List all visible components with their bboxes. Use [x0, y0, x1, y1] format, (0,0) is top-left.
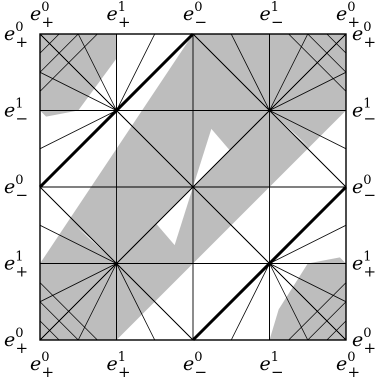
corner-line: [39, 263, 117, 341]
bottom-label-0: e0+: [30, 350, 54, 381]
top-label-3: e1−: [260, 0, 284, 31]
left-label-4: e0+: [4, 326, 28, 357]
left-label-2: e0−: [4, 173, 28, 204]
bottom-label-4: e0+: [336, 350, 360, 381]
light-triangle: [156, 187, 193, 246]
spoke-line: [39, 110, 117, 150]
spoke-line: [269, 224, 347, 264]
left-label-0: e0+: [4, 20, 28, 51]
shaded-region: [40, 34, 117, 117]
bottom-label-1: e1+: [107, 350, 131, 381]
right-label-0: e0+: [352, 20, 376, 51]
left-label-3: e1+: [4, 250, 28, 281]
corner-line: [269, 263, 347, 341]
triangulation-lines: [39, 33, 347, 341]
edge-labels: e0+e1+e0−e1−e0+e0+e1+e0−e1−e0+e0+e1−e0−e…: [4, 0, 376, 381]
right-label-3: e1+: [352, 250, 376, 281]
thick-diagonal: [38, 32, 195, 189]
light-triangle: [76, 226, 117, 264]
top-label-1: e1+: [107, 0, 131, 31]
light-triangle: [193, 128, 230, 187]
bottom-label-2: e0−: [183, 350, 207, 381]
spoke-line: [269, 110, 347, 150]
top-label-2: e0−: [183, 0, 207, 31]
corner-line: [269, 33, 347, 111]
top-label-0: e0+: [30, 0, 54, 31]
left-label-1: e1−: [4, 97, 28, 128]
thick-diagonal-lines: [38, 32, 348, 342]
bottom-label-3: e1−: [260, 350, 284, 381]
corner-line: [39, 33, 117, 111]
spoke-line: [116, 263, 156, 341]
right-label-4: e0+: [352, 326, 376, 357]
right-label-2: e0−: [352, 173, 376, 204]
spoke-line: [39, 224, 117, 264]
spoke-line: [230, 263, 270, 341]
corner-line: [39, 282, 98, 341]
right-label-1: e1−: [352, 97, 376, 128]
corner-line: [288, 33, 347, 92]
thick-diagonal: [191, 185, 348, 342]
top-label-4: e0+: [336, 0, 360, 31]
diagonal-line: [116, 110, 270, 264]
corner-line: [288, 282, 347, 341]
spoke-line: [116, 33, 156, 111]
square-frame: [39, 33, 347, 341]
shaded-region: [269, 257, 346, 340]
light-triangle: [269, 110, 310, 148]
spoke-line: [230, 33, 270, 111]
corner-line: [39, 33, 98, 92]
